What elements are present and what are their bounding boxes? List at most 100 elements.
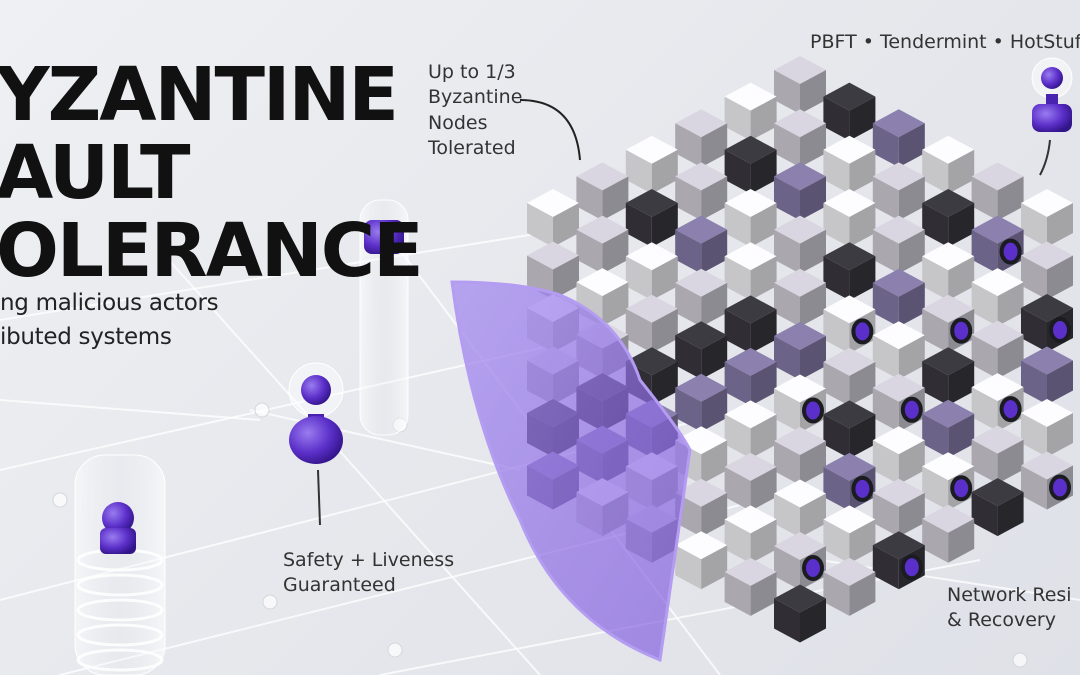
subtitle-line-2: ibuted systems bbox=[0, 324, 172, 350]
node-lens-icon bbox=[1049, 317, 1071, 343]
cube-left-face bbox=[872, 335, 899, 380]
cube-right-face bbox=[701, 335, 728, 380]
cube-right-face bbox=[849, 361, 876, 406]
cube-left-face bbox=[922, 256, 949, 301]
node-cube bbox=[1021, 346, 1073, 405]
cube-right-face bbox=[800, 123, 826, 168]
cube-left-face bbox=[774, 598, 800, 643]
cube-left-face bbox=[625, 149, 652, 194]
cube-left-face bbox=[576, 176, 603, 221]
pin-node-right bbox=[1031, 57, 1073, 176]
cube-left-face bbox=[922, 361, 949, 406]
cube-right-face bbox=[849, 96, 876, 141]
cube-left-face bbox=[724, 203, 751, 247]
cube-left-face bbox=[872, 387, 899, 432]
cube-left-face bbox=[823, 256, 850, 301]
cube-left-face bbox=[872, 492, 899, 537]
node-cube bbox=[625, 294, 678, 353]
node-cube bbox=[576, 162, 629, 221]
cube-left-face bbox=[724, 414, 751, 459]
cube-left-face bbox=[922, 466, 949, 511]
node-cube bbox=[675, 109, 728, 168]
cube-left-face bbox=[1021, 360, 1047, 405]
node-lens-icon bbox=[1049, 474, 1071, 501]
node-cube bbox=[872, 162, 925, 221]
cube-left-face bbox=[872, 440, 899, 485]
tolerance-line-1: Up to 1/3 bbox=[428, 61, 516, 83]
node-cube bbox=[823, 242, 876, 301]
node-cube bbox=[872, 109, 925, 168]
node-cube bbox=[527, 189, 579, 247]
cube-right-face bbox=[800, 493, 826, 538]
shield-icon bbox=[450, 280, 692, 663]
node-cube bbox=[724, 557, 777, 616]
cube-right-face bbox=[800, 176, 826, 221]
node-lens-icon bbox=[950, 475, 973, 502]
safety-line-1: Safety + Liveness bbox=[283, 549, 455, 571]
cube-right-face bbox=[701, 387, 728, 432]
cube-right-face bbox=[1047, 360, 1073, 405]
cube-right-face bbox=[898, 492, 925, 537]
cube-left-face bbox=[724, 256, 751, 301]
cube-left-face bbox=[774, 229, 800, 274]
cube-left-face bbox=[1021, 308, 1047, 352]
cube-left-face bbox=[872, 123, 899, 168]
node-cube bbox=[774, 322, 826, 380]
cube-left-face bbox=[724, 309, 751, 354]
cube-right-face bbox=[898, 123, 925, 168]
node-cube bbox=[1021, 189, 1073, 247]
node-cube bbox=[625, 189, 678, 247]
cube-right-face bbox=[553, 255, 579, 300]
glass-tube-center bbox=[359, 199, 409, 436]
node-cube bbox=[774, 584, 826, 643]
cube-right-face bbox=[800, 441, 826, 485]
cube-right-face bbox=[898, 282, 925, 327]
node-cube bbox=[774, 374, 826, 433]
cube-right-face bbox=[948, 203, 975, 247]
cube-right-face bbox=[701, 123, 728, 168]
node-cube bbox=[971, 268, 1024, 327]
cube-right-face bbox=[849, 414, 876, 459]
cube-left-face bbox=[724, 149, 751, 194]
cube-left-face bbox=[971, 176, 998, 221]
cube-left-face bbox=[922, 413, 949, 458]
cube-left-face bbox=[823, 203, 850, 247]
protocols-annotation: PBFT • Tendermint • HotStuff bbox=[810, 31, 1080, 53]
node-cube bbox=[1021, 451, 1073, 510]
node-cube bbox=[724, 189, 777, 247]
node-cube bbox=[971, 215, 1024, 274]
node-cube bbox=[625, 135, 678, 194]
node-cube bbox=[774, 427, 826, 485]
cube-left-face bbox=[675, 387, 702, 432]
cube-left-face bbox=[1021, 203, 1047, 247]
cube-right-face bbox=[553, 203, 579, 247]
cube-left-face bbox=[922, 308, 949, 353]
node-cube bbox=[724, 452, 777, 511]
cube-left-face bbox=[724, 96, 751, 141]
cube-right-face bbox=[800, 282, 826, 327]
node-cube bbox=[576, 215, 629, 274]
node-cube bbox=[872, 531, 925, 590]
cube-right-face bbox=[701, 545, 728, 590]
cube-left-face bbox=[1021, 413, 1047, 457]
spring-tube-left bbox=[74, 454, 166, 675]
cube-left-face bbox=[823, 96, 850, 141]
cube-right-face bbox=[750, 519, 777, 564]
cube-right-face bbox=[1047, 413, 1073, 457]
network-line-1: Network Resi bbox=[947, 584, 1072, 606]
cube-right-face bbox=[997, 439, 1024, 484]
safety-annotation: Safety + Liveness Guaranteed bbox=[283, 548, 454, 599]
cube-right-face bbox=[997, 282, 1024, 327]
cube-right-face bbox=[651, 361, 678, 406]
cube-right-face bbox=[849, 203, 876, 247]
node-cube bbox=[823, 557, 876, 616]
cube-right-face bbox=[651, 308, 678, 353]
cube-left-face bbox=[675, 335, 702, 380]
cube-left-face bbox=[774, 546, 800, 590]
safety-line-2: Guaranteed bbox=[283, 574, 396, 597]
node-cube bbox=[1021, 294, 1073, 352]
cube-left-face bbox=[823, 414, 850, 459]
cube-right-face bbox=[701, 282, 728, 327]
